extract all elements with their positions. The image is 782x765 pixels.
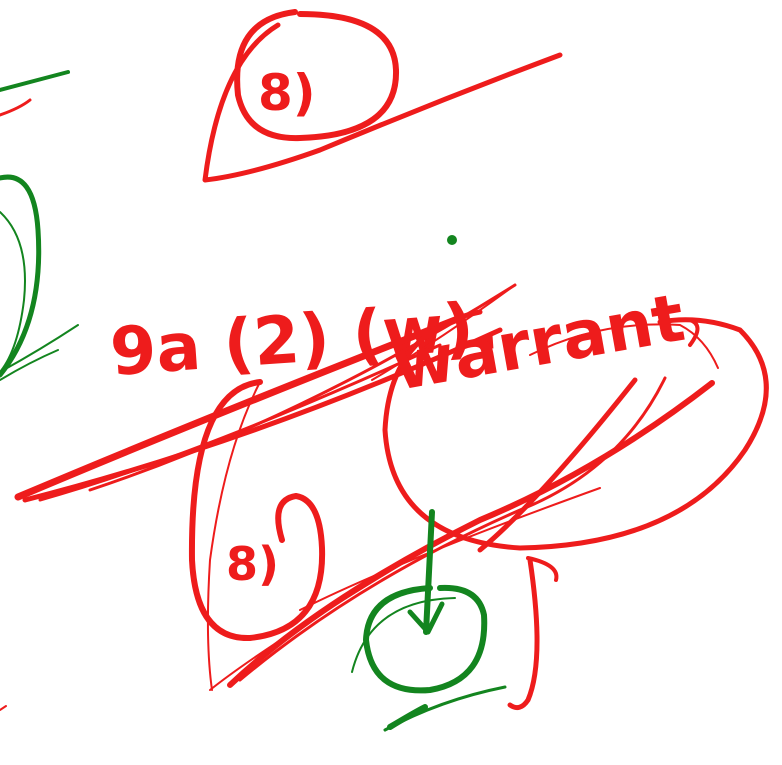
green-marks-bottom [351, 509, 507, 732]
lower-strike-lines [209, 376, 715, 711]
section-dot-green [447, 235, 457, 245]
ref-bottom-text: 8) [226, 537, 279, 591]
circled-ref-top: 8) [202, 9, 563, 183]
warrant-loop: warrant [382, 279, 769, 551]
left-margin-ink [0, 70, 79, 711]
ref-top-text: 8) [258, 64, 316, 122]
circled-ref-bottom: 8) [188, 379, 326, 691]
